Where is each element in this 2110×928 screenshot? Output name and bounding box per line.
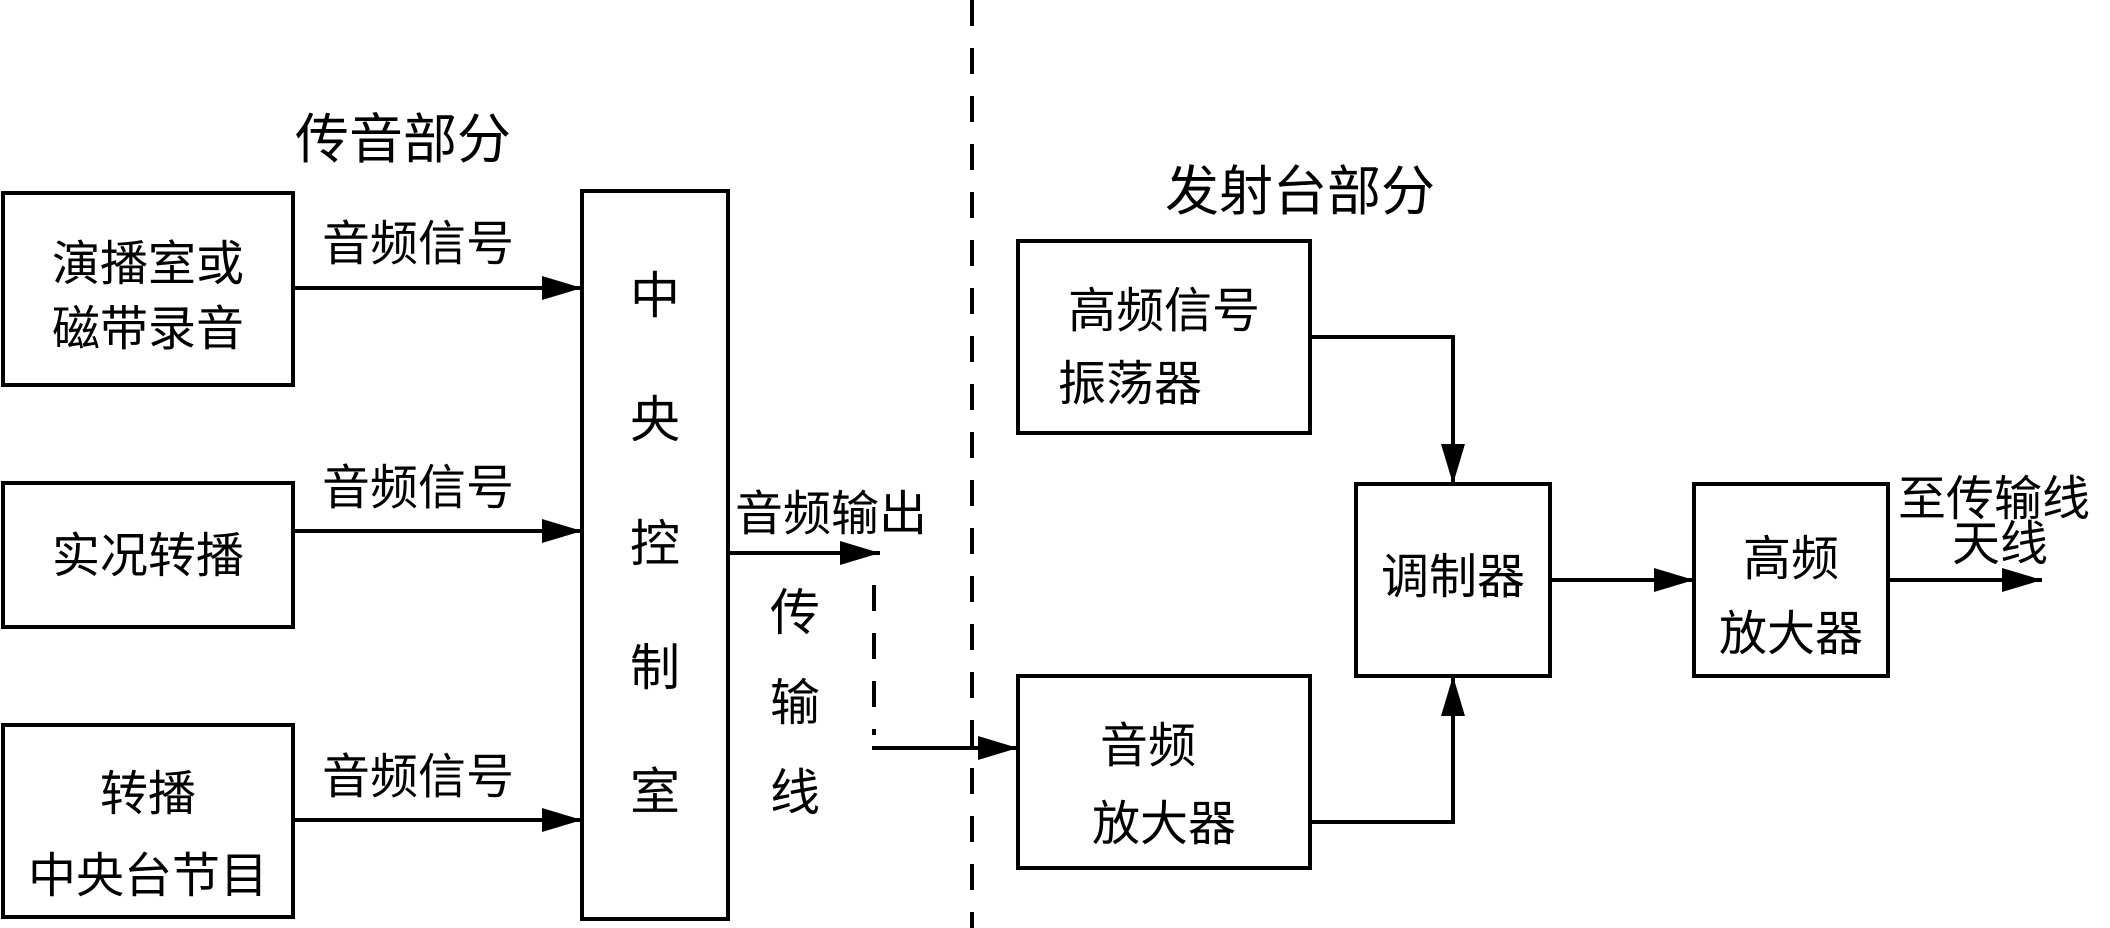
central-char-3: 控 (630, 515, 680, 573)
studio-label-line1: 演播室或 (52, 236, 244, 292)
transmission-line-char-2: 输 (770, 674, 820, 732)
to-antenna-label-line2: 天线 (1952, 516, 2048, 572)
relay-block: 转播 中央台节目 (1, 723, 295, 919)
studio-label-line2: 磁带录音 (52, 301, 244, 357)
central-char-4: 制 (630, 639, 680, 697)
audio-output-label: 音频输出 (735, 486, 927, 542)
to-antenna-label-line1: 至传输线 (1898, 471, 2090, 527)
studio-block: 演播室或 磁带录音 (1, 191, 295, 387)
hf-oscillator-label-line2: 振荡器 (1058, 356, 1202, 412)
transmission-line-char-3: 线 (770, 764, 820, 822)
hf-oscillator-block: 高频信号 振荡器 (1016, 239, 1312, 435)
hf-amplifier-label-line1: 高频 (1743, 531, 1839, 587)
hf-amplifier-label-line2: 放大器 (1719, 606, 1863, 662)
live-label: 实况转播 (52, 528, 244, 584)
section-title-station: 发射台部分 (1165, 160, 1435, 223)
central-control-block: 中 央 控 制 室 (580, 189, 730, 921)
hf-amplifier-block: 高频 放大器 (1692, 482, 1890, 678)
audio-amplifier-label-line2: 放大器 (1092, 796, 1236, 852)
arrow-audio-amp-to-modulator (1310, 676, 1465, 824)
audio-signal-label-1: 音频信号 (322, 216, 514, 272)
audio-signal-label-3: 音频信号 (322, 749, 514, 805)
relay-label-line1: 转播 (100, 766, 196, 822)
audio-signal-label-2: 音频信号 (322, 460, 514, 516)
section-title-transmission: 传音部分 (295, 108, 511, 171)
central-char-1: 中 (630, 267, 680, 325)
hf-oscillator-label-line1: 高频信号 (1068, 283, 1260, 339)
arrow-oscillator-to-modulator (1310, 335, 1465, 484)
live-block: 实况转播 (1, 481, 295, 629)
central-char-2: 央 (630, 391, 680, 449)
relay-label-line2: 中央台节目 (28, 848, 268, 904)
audio-amplifier-block: 音频 放大器 (1016, 674, 1312, 870)
audio-amplifier-label-line1: 音频 (1100, 718, 1196, 774)
central-char-5: 室 (630, 763, 680, 821)
transmission-line-char-1: 传 (770, 584, 820, 642)
modulator-label: 调制器 (1381, 549, 1525, 605)
modulator-block: 调制器 (1354, 482, 1552, 678)
